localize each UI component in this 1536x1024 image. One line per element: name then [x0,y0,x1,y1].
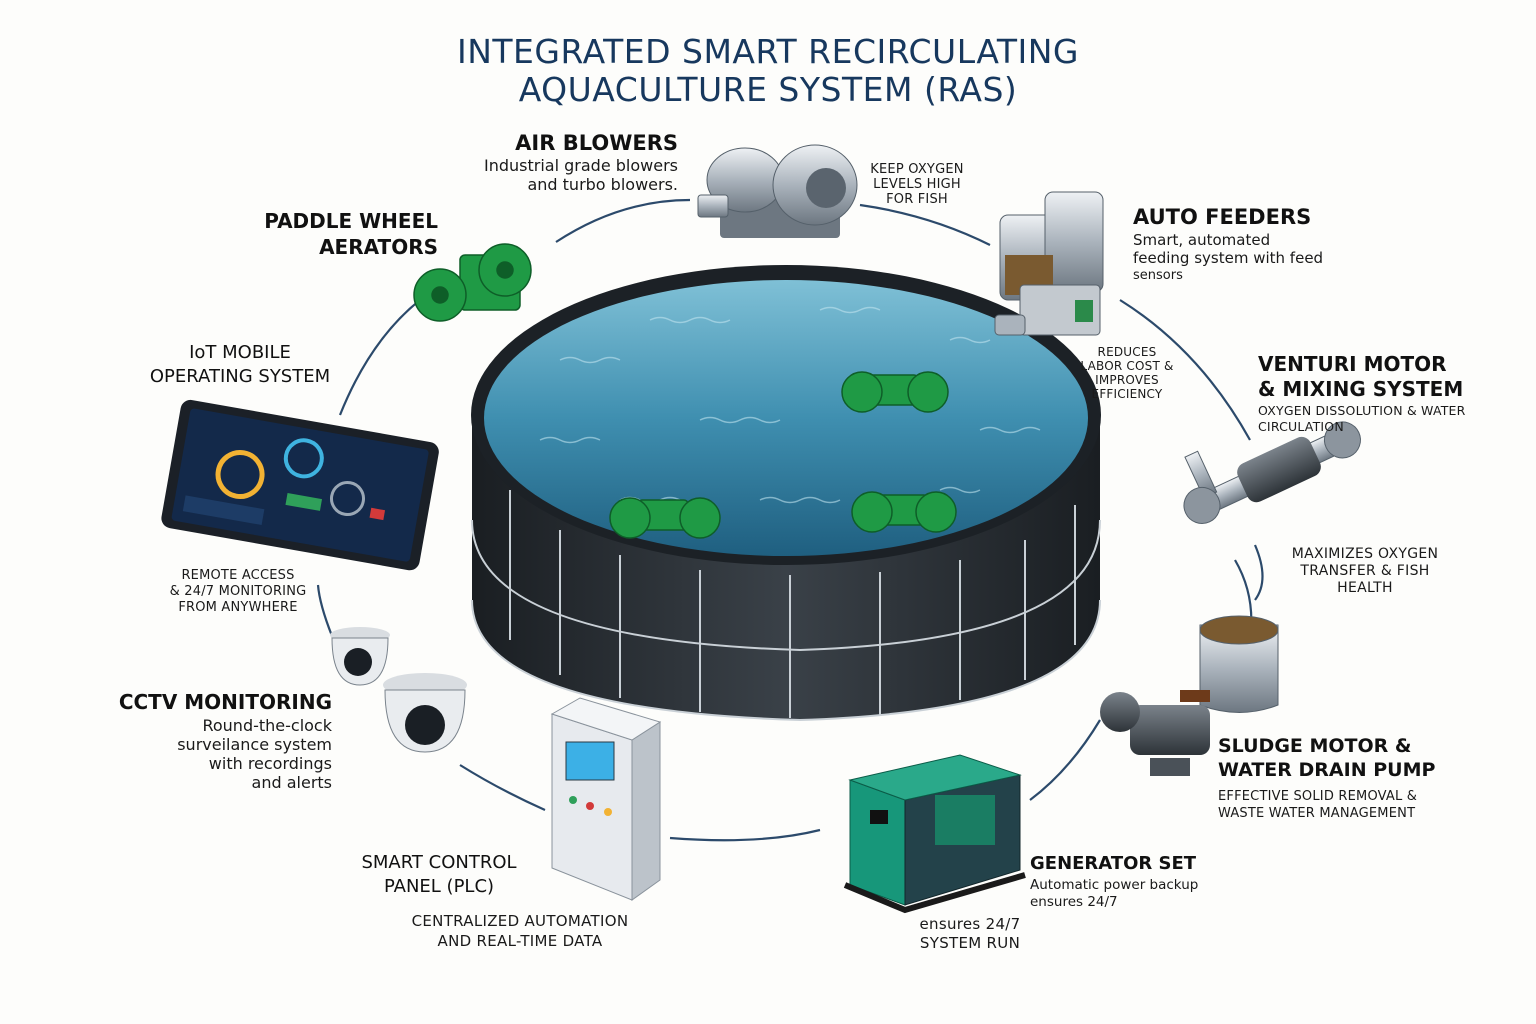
iot-note: REMOTE ACCESS & 24/7 MONITORING FROM ANY… [148,569,328,614]
iot-heading-2: OPERATING SYSTEM [149,366,331,387]
auto-feeders-desc-3: sensors [1133,268,1183,283]
venturi-heading-2: & MIXING SYSTEM [1258,377,1464,401]
iot-note-3: FROM ANYWHERE [178,600,298,615]
title-line-1: INTEGRATED SMART RECIRCULATING [456,32,1080,71]
venturi-desc-1: OXYGEN DISSOLUTION & WATER [1258,403,1466,418]
generator-note-1: ensures 24/7 [919,915,1021,933]
paddle-wheel-icon [413,243,532,322]
sludge-desc-1: EFFECTIVE SOLID REMOVAL & [1218,789,1418,804]
paddle-wheel-heading-1: PADDLE WHEEL [264,209,438,233]
sludge-pump-icon [1100,615,1279,776]
iot-note-2: & 24/7 MONITORING [169,584,307,599]
iot-label: IoT MOBILE OPERATING SYSTEM [125,344,355,386]
auto-feeders-note-2: LABOR COST & [1080,359,1174,373]
generator-desc-2: ensures 24/7 [1030,893,1118,910]
cctv-desc-4: and alerts [251,773,332,792]
connector-ring [316,198,1264,842]
iot-note-1: REMOTE ACCESS [181,568,295,583]
generator-note: ensures 24/7 SYSTEM RUN [900,917,1040,951]
paddle-wheel-in-tank-1 [841,371,949,413]
venturi-desc-2: CIRCULATION [1258,418,1344,434]
control-panel-label: SMART CONTROL PANEL (PLC) [346,854,532,896]
control-panel-desc: CENTRALIZED AUTOMATION AND REAL-TIME DAT… [370,914,670,949]
generator-desc-1: Automatic power backup [1030,877,1199,893]
title-line-2: AQUACULTURE SYSTEM (RAS) [518,70,1018,109]
air-blower-icon [697,144,858,238]
control-panel-heading-1: SMART CONTROL [361,852,517,873]
auto-feeders-note-4: EFFICIENCY [1091,387,1163,401]
air-blowers-heading: AIR BLOWERS [515,131,678,155]
venturi-note-2: TRANSFER & FISH [1300,563,1430,579]
cctv-desc-2: surveilance system [177,735,332,754]
generator-icon [843,754,1026,914]
cctv-desc-3: with recordings [208,754,332,773]
paddle-wheel-in-tank-2 [609,497,721,539]
air-blowers-note-2: LEVELS HIGH [873,177,961,192]
venturi-heading-1: VENTURI MOTOR [1258,352,1447,376]
generator-note-2: SYSTEM RUN [919,934,1021,952]
auto-feeders-desc-1: Smart, automated [1133,231,1271,249]
control-panel-heading-2: PANEL (PLC) [383,876,495,897]
venturi-label: VENTURI MOTOR & MIXING SYSTEM OXYGEN DIS… [1258,354,1520,433]
auto-feeder-icon [994,191,1104,336]
air-blowers-desc-1: Industrial grade blowers [484,156,678,175]
sludge-desc-2: WASTE WATER MANAGEMENT [1218,806,1416,821]
paddle-wheel-in-tank-3 [851,491,957,533]
control-panel-desc-2: AND REAL-TIME DATA [437,932,603,950]
cctv-camera-icon [330,627,467,753]
venturi-pipe-icon [1183,421,1361,524]
paddle-wheel-label: PADDLE WHEEL AERATORS [250,211,438,257]
paddle-wheel-heading-2: AERATORS [319,235,438,259]
auto-feeders-note: REDUCES LABOR COST & IMPROVES EFFICIENCY [1072,346,1182,400]
iot-heading-1: IoT MOBILE [189,342,291,363]
venturi-note: MAXIMIZES OXYGEN TRANSFER & FISH HEALTH [1275,547,1455,595]
air-blowers-note-3: FOR FISH [886,192,948,207]
cctv-heading: CCTV MONITORING [118,690,332,714]
air-blowers-label: AIR BLOWERS Industrial grade blowers and… [440,133,678,193]
control-panel-icon [550,697,662,901]
tablet-icon [161,399,439,571]
cctv-label: CCTV MONITORING Round-the-clock surveila… [112,692,332,791]
auto-feeders-label: AUTO FEEDERS Smart, automated feeding sy… [1133,205,1363,283]
air-blowers-note: KEEP OXYGEN LEVELS HIGH FOR FISH [852,163,982,206]
venturi-note-1: MAXIMIZES OXYGEN [1291,546,1439,562]
venturi-note-3: HEALTH [1337,580,1393,596]
control-panel-desc-1: CENTRALIZED AUTOMATION [411,912,629,930]
auto-feeders-desc-2: feeding system with feed [1133,249,1324,267]
auto-feeders-heading: AUTO FEEDERS [1133,205,1312,229]
air-blowers-desc-2: and turbo blowers. [527,175,678,194]
sludge-label: SLUDGE MOTOR & WATER DRAIN PUMP EFFECTIV… [1218,735,1498,821]
aquaculture-tank-icon [471,265,1101,722]
generator-label: GENERATOR SET Automatic power backup ens… [1030,855,1250,909]
sludge-heading-1: SLUDGE MOTOR & [1218,735,1412,757]
cctv-desc-1: Round-the-clock [202,716,332,735]
generator-heading: GENERATOR SET [1030,853,1197,874]
auto-feeders-note-3: IMPROVES [1095,373,1159,387]
sludge-heading-2: WATER DRAIN PUMP [1218,759,1436,781]
air-blowers-note-1: KEEP OXYGEN [870,162,964,177]
auto-feeders-note-1: REDUCES [1097,345,1157,359]
